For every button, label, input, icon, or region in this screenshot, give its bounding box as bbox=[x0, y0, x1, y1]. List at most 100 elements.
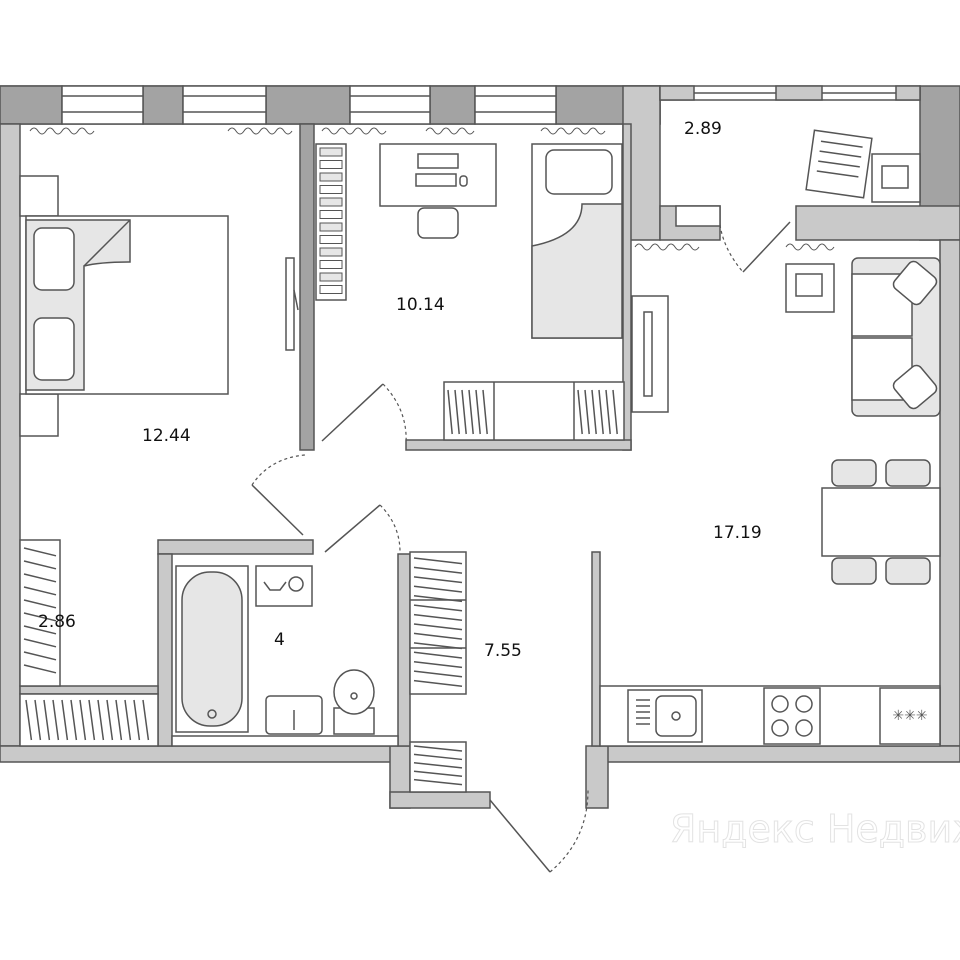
watermark: Яндекс Недвижимость bbox=[670, 807, 960, 851]
desk-chair bbox=[417, 207, 459, 239]
book bbox=[319, 147, 343, 157]
radiator bbox=[227, 127, 293, 135]
pillow bbox=[545, 149, 613, 195]
dining-chair bbox=[885, 557, 931, 585]
books bbox=[319, 147, 343, 294]
pillow bbox=[33, 227, 75, 291]
book bbox=[319, 272, 343, 282]
wardrobe-furniture bbox=[19, 539, 159, 747]
area-label-bathroom: 4 bbox=[274, 630, 285, 650]
wall-pier bbox=[265, 85, 351, 125]
wall-pier bbox=[429, 85, 476, 125]
bathroom-wall bbox=[157, 539, 314, 555]
balcony-door bbox=[742, 221, 791, 273]
entrance-door bbox=[489, 799, 551, 873]
bedroom-door-swing bbox=[251, 454, 306, 486]
living-furniture bbox=[785, 257, 941, 585]
wardrobe-wall bbox=[19, 685, 159, 695]
radiator bbox=[785, 243, 835, 251]
wall-pier bbox=[0, 85, 63, 125]
nightstand bbox=[19, 393, 59, 437]
partition-wall bbox=[299, 123, 315, 451]
bathroom-furniture bbox=[171, 565, 399, 747]
interior-walls bbox=[19, 123, 632, 747]
radiator bbox=[540, 127, 606, 135]
bedroom-furniture bbox=[19, 175, 299, 437]
left-wall bbox=[0, 123, 21, 747]
hanger-lines bbox=[23, 547, 57, 674]
book bbox=[319, 210, 343, 219]
doors bbox=[251, 383, 589, 873]
bottom-wall-left bbox=[0, 745, 411, 763]
hanger-lines bbox=[413, 557, 463, 687]
pillow bbox=[33, 317, 75, 381]
washing-machine-icon bbox=[255, 565, 313, 607]
book bbox=[319, 260, 343, 269]
outer-walls bbox=[0, 85, 960, 809]
right-wall bbox=[939, 239, 960, 747]
balcony-door-swing bbox=[719, 224, 744, 273]
keyboard bbox=[415, 173, 457, 187]
radiator bbox=[29, 127, 95, 135]
balcony-furniture bbox=[805, 129, 921, 203]
window bbox=[61, 85, 144, 125]
monitor bbox=[417, 153, 459, 169]
bathroom-sill bbox=[171, 735, 399, 747]
bathroom-door bbox=[324, 504, 381, 553]
book bbox=[319, 235, 343, 244]
hanger-lines bbox=[413, 745, 463, 786]
bed-blanket bbox=[531, 203, 623, 339]
dining-table bbox=[821, 487, 941, 557]
toilet-icon bbox=[333, 669, 375, 715]
area-label-bedroom: 12.44 bbox=[142, 426, 191, 446]
bottom-wall-entry-left bbox=[389, 791, 491, 809]
hangers bbox=[23, 547, 150, 741]
kids-room-door-swing bbox=[382, 383, 407, 445]
hanger-lines bbox=[447, 389, 488, 435]
window bbox=[182, 85, 267, 125]
kids-room-door bbox=[321, 383, 384, 442]
pillow bbox=[892, 364, 938, 410]
balcony-glazing bbox=[659, 85, 921, 101]
book bbox=[319, 247, 343, 257]
mouse bbox=[459, 175, 468, 187]
bathroom-wall bbox=[397, 553, 411, 747]
nightstand bbox=[19, 175, 59, 217]
kitchen-furniture: ✳✳✳ bbox=[599, 685, 941, 747]
bathroom-door-swing bbox=[379, 504, 401, 553]
newspaper-icon bbox=[795, 273, 823, 297]
radiator bbox=[425, 127, 475, 135]
snowflake-icon: ✳✳✳ bbox=[892, 708, 927, 724]
hangers bbox=[447, 389, 618, 435]
area-label-kids-room: 10.14 bbox=[396, 295, 445, 315]
radiators bbox=[29, 127, 835, 251]
balcony-window-sill bbox=[675, 205, 721, 227]
book bbox=[319, 222, 343, 232]
area-label-living-kitchen: 17.19 bbox=[713, 523, 762, 543]
bottom-wall-right bbox=[591, 745, 960, 763]
book bbox=[319, 197, 343, 207]
pillow bbox=[892, 260, 938, 306]
fridge bbox=[879, 687, 941, 745]
dining-chair bbox=[885, 459, 931, 487]
book bbox=[319, 185, 343, 194]
dining-chair bbox=[831, 459, 877, 487]
newspaper-icon bbox=[881, 165, 909, 189]
window bbox=[474, 85, 557, 125]
tv bbox=[643, 311, 653, 397]
area-label-balcony: 2.89 bbox=[684, 119, 722, 139]
wall-pier bbox=[142, 85, 184, 125]
area-label-hallway: 7.55 bbox=[484, 641, 522, 661]
partition-wall bbox=[405, 439, 632, 451]
hall-furniture bbox=[409, 551, 467, 793]
cooktop-icon bbox=[763, 687, 821, 745]
balcony-bottom-wall bbox=[795, 205, 960, 241]
dining-chair bbox=[831, 557, 877, 585]
tv bbox=[285, 257, 295, 351]
entrance-door-swing bbox=[549, 789, 589, 873]
book bbox=[319, 285, 343, 294]
radiator bbox=[634, 243, 700, 251]
hanger-lines bbox=[25, 699, 150, 741]
book bbox=[319, 172, 343, 182]
